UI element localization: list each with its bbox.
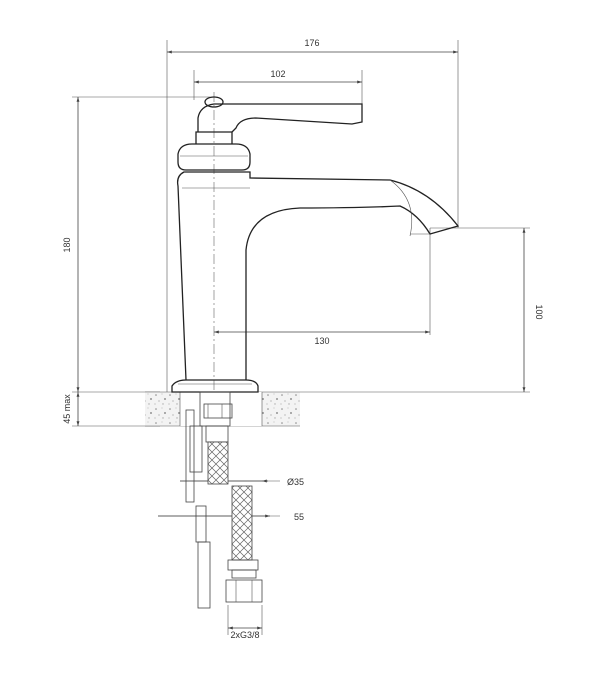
- dim-handle-length: 102: [270, 69, 285, 79]
- faucet-body: [171, 96, 460, 393]
- extension-lines: [72, 40, 530, 635]
- dim-spout-height: 100: [534, 304, 544, 319]
- dim-counter-thickness: 45 max: [62, 394, 72, 424]
- countertop: [145, 391, 300, 427]
- dim-total-height: 180: [62, 237, 72, 252]
- dimension-lines: [76, 50, 526, 630]
- dim-spout-reach: 130: [314, 336, 329, 346]
- under-counter-fittings: [185, 391, 263, 609]
- dim-hose-thread: 2xG3/8: [230, 630, 259, 640]
- dim-min-space: 55: [294, 512, 304, 522]
- dimension-labels: 176 102 180 100 130 45 max Ø35 55 2xG3/8: [62, 38, 544, 640]
- dim-overall-width: 176: [304, 38, 319, 48]
- dim-hole-diameter: Ø35: [287, 477, 304, 487]
